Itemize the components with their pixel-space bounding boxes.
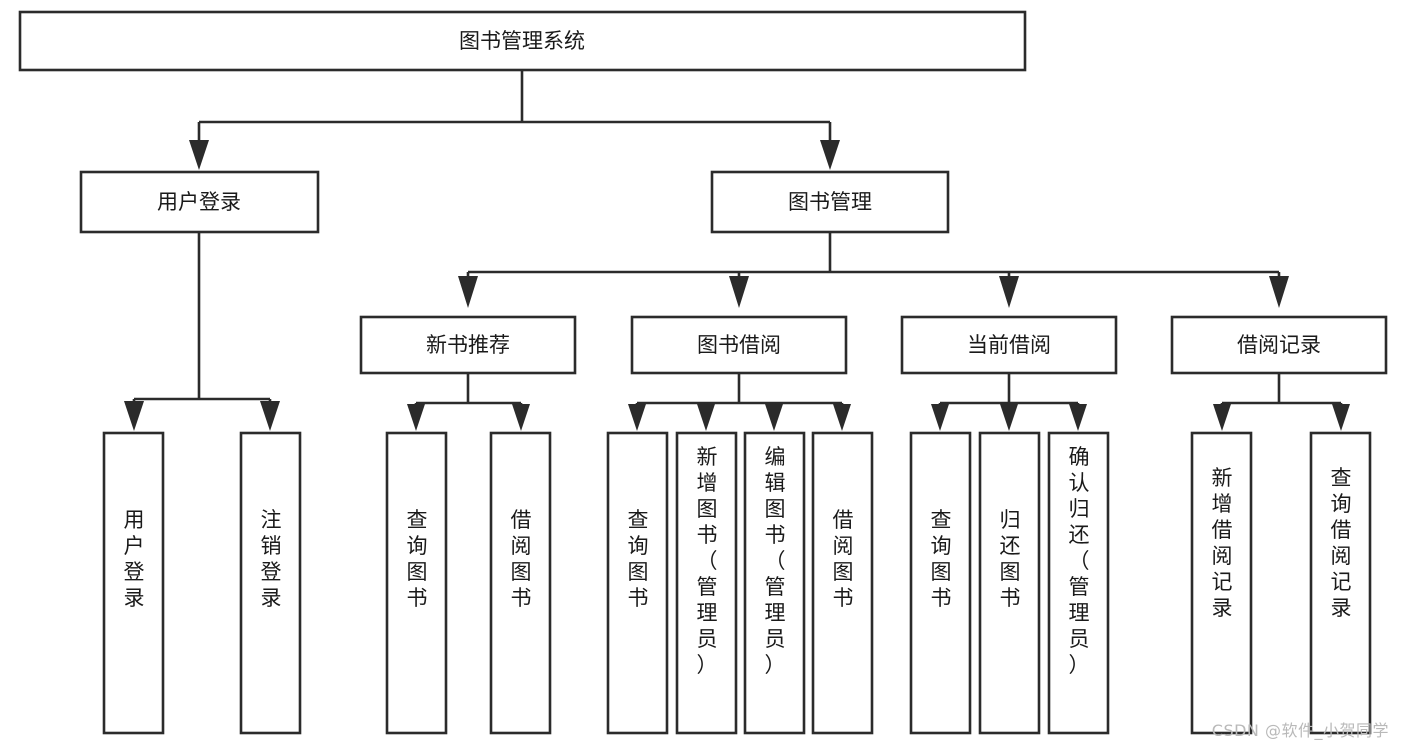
leaf-label-book-borrow-4: 借阅图书 bbox=[833, 508, 854, 610]
leaf-node-borrow-record-2[interactable]: 查询借阅记录 bbox=[1309, 431, 1372, 735]
leaf-label-book-borrow-2: 新增图书（管理员） bbox=[697, 445, 718, 677]
leaf-node-book-borrow-4[interactable]: 借阅图书 bbox=[811, 431, 874, 735]
connector-group-new-book bbox=[407, 373, 530, 431]
arrow-head-current-borrow bbox=[999, 276, 1019, 308]
arrow-head-new-book bbox=[458, 276, 478, 308]
node-root[interactable]: 图书管理系统 bbox=[18, 10, 1027, 72]
arrow-head-leaf-current-borrow-3 bbox=[1069, 404, 1087, 431]
arrow-head-book-mgmt bbox=[820, 140, 840, 170]
node-current-borrow[interactable]: 当前借阅 bbox=[900, 315, 1118, 375]
leaf-box-current-borrow-3[interactable] bbox=[1047, 431, 1110, 735]
leaf-box-book-borrow-3[interactable] bbox=[743, 431, 806, 735]
leaf-node-new-book-1[interactable]: 查询图书 bbox=[385, 431, 448, 735]
node-new-book-recommend-box[interactable] bbox=[359, 315, 577, 375]
arrow-head-book-borrow bbox=[729, 276, 749, 308]
leaf-label-borrow-record-2: 查询借阅记录 bbox=[1331, 466, 1352, 620]
connector-group-book-mgmt bbox=[458, 232, 1289, 308]
connector-group-book-borrow bbox=[628, 373, 851, 431]
arrow-head-leaf-book-borrow-4 bbox=[833, 404, 851, 431]
leaf-node-book-borrow-3[interactable]: 编辑图书（管理员） bbox=[743, 431, 806, 735]
node-borrow-record-label: 借阅记录 bbox=[1237, 333, 1321, 357]
leaf-box-user-login-2[interactable] bbox=[239, 431, 302, 735]
arrow-head-leaf-current-borrow-2 bbox=[1000, 404, 1018, 431]
node-user-login-box[interactable] bbox=[79, 170, 320, 234]
leaf-node-user-login-1[interactable]: 用户登录 bbox=[102, 431, 165, 735]
leaf-box-borrow-record-1[interactable] bbox=[1190, 431, 1253, 735]
node-root-label: 图书管理系统 bbox=[459, 29, 585, 53]
node-book-management[interactable]: 图书管理 bbox=[710, 170, 950, 234]
leaf-label-current-borrow-3: 确认归还（管理员） bbox=[1069, 445, 1090, 677]
arrow-head-borrow-record bbox=[1269, 276, 1289, 308]
connector-group-current-borrow bbox=[931, 373, 1087, 431]
arrow-head-leaf-user-login-2 bbox=[260, 401, 280, 431]
leaf-label-book-borrow-3: 编辑图书（管理员） bbox=[765, 445, 786, 677]
node-book-borrow[interactable]: 图书借阅 bbox=[630, 315, 848, 375]
csdn-watermark: CSDN @软件_小贺同学 bbox=[1211, 721, 1389, 740]
node-book-borrow-label: 图书借阅 bbox=[697, 333, 781, 357]
leaf-box-new-book-1[interactable] bbox=[385, 431, 448, 735]
arrow-head-leaf-book-borrow-2 bbox=[697, 404, 715, 431]
leaf-label-current-borrow-1: 查询图书 bbox=[931, 508, 952, 610]
arrow-head-leaf-new-book-2 bbox=[512, 404, 530, 431]
node-book-management-label: 图书管理 bbox=[788, 190, 872, 214]
leaf-label-current-borrow-2: 归还图书 bbox=[1000, 508, 1021, 610]
leaf-box-book-borrow-1[interactable] bbox=[606, 431, 669, 735]
leaf-box-current-borrow-1[interactable] bbox=[909, 431, 972, 735]
leaf-label-book-borrow-1: 查询图书 bbox=[628, 508, 649, 610]
leaf-box-borrow-record-2[interactable] bbox=[1309, 431, 1372, 735]
node-current-borrow-box[interactable] bbox=[900, 315, 1118, 375]
connector-group-root bbox=[189, 70, 840, 170]
leaf-node-current-borrow-2[interactable]: 归还图书 bbox=[978, 431, 1041, 735]
arrow-head-leaf-current-borrow-1 bbox=[931, 404, 949, 431]
arrow-head-leaf-book-borrow-3 bbox=[765, 404, 783, 431]
connector-group-user-login bbox=[124, 232, 280, 431]
leaf-box-user-login-1[interactable] bbox=[102, 431, 165, 735]
arrow-head-leaf-new-book-1 bbox=[407, 404, 425, 431]
node-new-book-recommend-label: 新书推荐 bbox=[426, 333, 510, 357]
node-borrow-record[interactable]: 借阅记录 bbox=[1170, 315, 1388, 375]
node-user-login[interactable]: 用户登录 bbox=[79, 170, 320, 234]
leaf-node-user-login-2[interactable]: 注销登录 bbox=[239, 431, 302, 735]
leaf-node-book-borrow-1[interactable]: 查询图书 bbox=[606, 431, 669, 735]
node-root-box[interactable] bbox=[18, 10, 1027, 72]
leaf-node-borrow-record-1[interactable]: 新增借阅记录 bbox=[1190, 431, 1253, 735]
connector-group-borrow-record bbox=[1213, 373, 1350, 431]
leaf-label-borrow-record-1: 新增借阅记录 bbox=[1212, 466, 1233, 620]
node-new-book-recommend[interactable]: 新书推荐 bbox=[359, 315, 577, 375]
leaf-label-new-book-1: 查询图书 bbox=[407, 508, 428, 610]
arrow-head-leaf-borrow-record-1 bbox=[1213, 404, 1231, 431]
leaf-label-user-login-1: 用户登录 bbox=[124, 508, 145, 610]
arrow-head-leaf-borrow-record-2 bbox=[1332, 404, 1350, 431]
node-current-borrow-label: 当前借阅 bbox=[967, 333, 1051, 357]
leaf-box-new-book-2[interactable] bbox=[489, 431, 552, 735]
leaf-node-current-borrow-3[interactable]: 确认归还（管理员） bbox=[1047, 431, 1110, 735]
leaf-node-new-book-2[interactable]: 借阅图书 bbox=[489, 431, 552, 735]
arrow-head-leaf-user-login-1 bbox=[124, 401, 144, 431]
leaf-label-new-book-2: 借阅图书 bbox=[511, 508, 532, 610]
leaf-box-book-borrow-4[interactable] bbox=[811, 431, 874, 735]
node-borrow-record-box[interactable] bbox=[1170, 315, 1388, 375]
arrow-head-user-login bbox=[189, 140, 209, 170]
leaf-label-user-login-2: 注销登录 bbox=[261, 508, 282, 610]
node-book-borrow-box[interactable] bbox=[630, 315, 848, 375]
leaf-node-book-borrow-2[interactable]: 新增图书（管理员） bbox=[675, 431, 738, 735]
node-user-login-label: 用户登录 bbox=[157, 190, 241, 214]
leaf-box-book-borrow-2[interactable] bbox=[675, 431, 738, 735]
node-book-management-box[interactable] bbox=[710, 170, 950, 234]
leaf-box-current-borrow-2[interactable] bbox=[978, 431, 1041, 735]
leaf-node-current-borrow-1[interactable]: 查询图书 bbox=[909, 431, 972, 735]
arrow-head-leaf-book-borrow-1 bbox=[628, 404, 646, 431]
